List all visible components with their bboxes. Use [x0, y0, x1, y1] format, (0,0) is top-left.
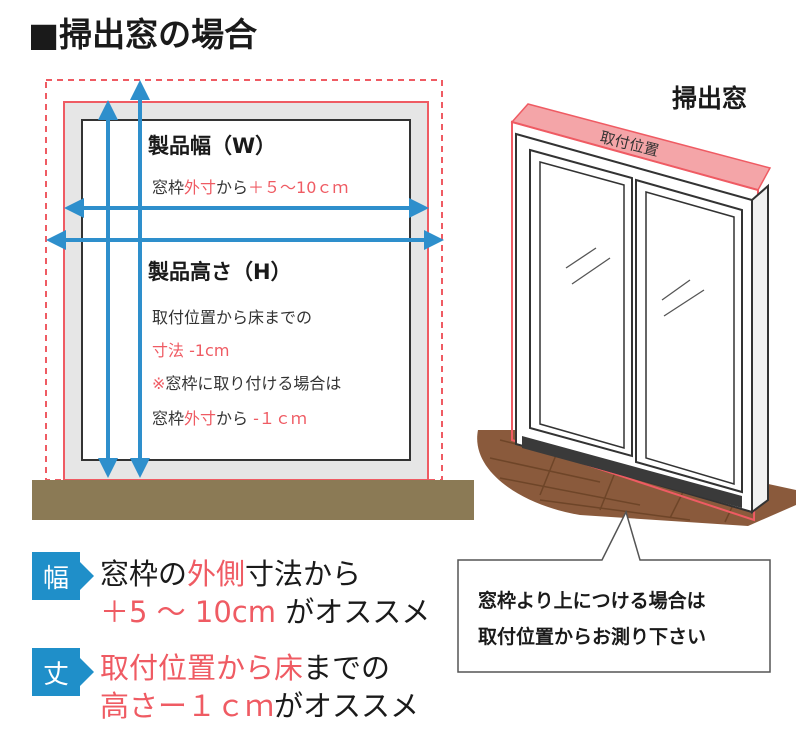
height-line-4: 窓枠外寸から -１ｃｍ [152, 411, 307, 427]
height-text-frame: 窓枠 [152, 409, 185, 428]
callout-line-1: 窓枠より上につける場合は [478, 590, 706, 612]
height-text-outer: 外寸 [184, 409, 217, 428]
rec-length-until: までの [303, 651, 391, 685]
rec-width-suffix: がオススメ [275, 595, 431, 629]
width-text-value: ＋５～10ｃｍ [248, 178, 349, 197]
width-badge: 幅 [32, 552, 94, 600]
width-text-from: から [216, 178, 249, 197]
window-sill [522, 436, 742, 508]
rec-width-frame: 窓枠の [100, 557, 188, 591]
rec-width-outer: 外側 [187, 557, 246, 591]
width-recommend-line-2: ＋5 ～ 10cm がオススメ [100, 598, 430, 627]
height-text-from: から [216, 409, 249, 428]
rec-length-value: 高さー１ｃｍ [100, 689, 275, 723]
width-heading: 製品幅（W） [148, 134, 277, 158]
height-heading: 製品高さ（H） [148, 260, 292, 284]
rec-width-value: ＋5 ～ 10cm [100, 595, 276, 629]
note-text: 窓枠に取り付ける場合は [165, 374, 342, 393]
height-text-value: -１ｃｍ [248, 409, 307, 428]
note-mark: ※ [152, 374, 166, 393]
glass-reflections [565, 247, 705, 317]
length-badge: 丈 [32, 648, 94, 696]
width-instruction: 窓枠外寸から＋５～10ｃｍ [152, 180, 348, 196]
left-sash-glass [539, 161, 625, 449]
height-note: ※窓枠に取り付ける場合は [152, 376, 341, 392]
mounting-outline [511, 120, 760, 522]
length-recommend-line-2: 高さー１ｃｍがオススメ [100, 692, 419, 721]
length-recommend-line-1: 取付位置から床までの [100, 654, 390, 683]
window-type-label: 掃出窓 [672, 84, 748, 113]
rec-width-dimension: 寸法から [245, 557, 362, 591]
rec-length-suffix: がオススメ [274, 689, 420, 723]
right-sash-glass [645, 191, 735, 486]
width-recommend-line-1: 窓枠の外側寸法から [100, 560, 361, 589]
page-title: ■掃出窓の場合 [28, 15, 258, 54]
floor-block [32, 480, 474, 520]
rec-length-position: 取付位置から床 [100, 651, 304, 685]
callout-line-2: 取付位置からお測り下さい [478, 626, 707, 648]
height-line-2: 寸法 -1cm [152, 341, 230, 360]
callout-box [457, 509, 771, 673]
sash-window-side [751, 183, 769, 514]
width-text-frame: 窓枠 [152, 178, 185, 197]
width-text-outer: 外寸 [184, 178, 217, 197]
height-line-1: 取付位置から床までの [152, 308, 313, 327]
